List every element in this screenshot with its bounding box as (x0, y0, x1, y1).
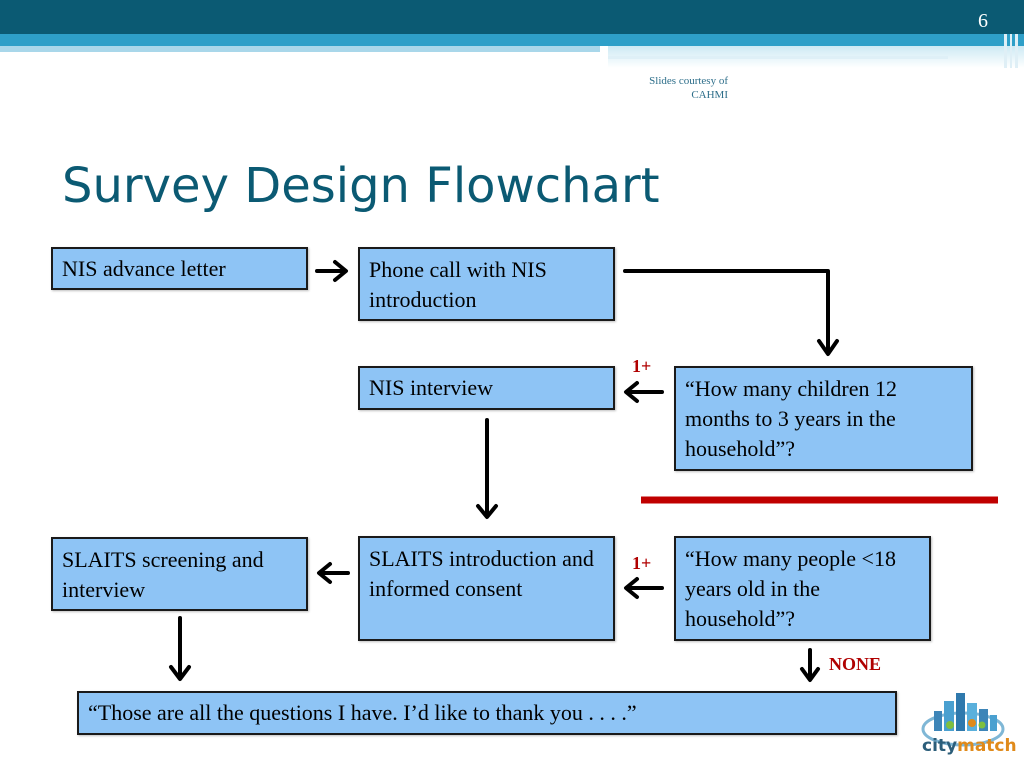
node-advance-letter: NIS advance letter (51, 247, 308, 290)
arrow-left (317, 562, 350, 584)
connector-elbow (623, 269, 839, 356)
arrow-down (476, 418, 498, 519)
label-none: NONE (829, 654, 882, 674)
header-stripe (1010, 34, 1012, 68)
arrow-left (624, 381, 664, 403)
citymatch-logo (921, 693, 1005, 747)
slide-title: Survey Design Flowchart (62, 158, 660, 214)
header-band (0, 0, 1024, 34)
header-band-accent (0, 46, 600, 52)
node-nis-interview: NIS interview (358, 366, 615, 410)
label-one-plus-lower: 1+ (632, 553, 652, 573)
node-phone-call: Phone call with NIS introduction (358, 247, 615, 321)
arrow-down (169, 616, 191, 681)
node-closing: “Those are all the questions I have. I’d… (77, 691, 897, 735)
slide-number: 6 (978, 10, 988, 32)
arrow-right (315, 260, 348, 282)
header-band-line (608, 56, 948, 59)
header-stripe (1015, 34, 1018, 68)
node-slaits-screening: SLAITS screening and interview (51, 537, 308, 611)
node-people-question: “How many people <18 years old in the ho… (674, 536, 931, 641)
header-band-light (0, 34, 1024, 46)
citymatch-logo-text: citymatch (922, 736, 1017, 756)
label-one-plus-upper: 1+ (632, 356, 652, 376)
arrow-left (624, 577, 664, 599)
header-stripe (1004, 34, 1007, 68)
node-children-question: “How many children 12 months to 3 years … (674, 366, 973, 471)
node-slaits-intro: SLAITS introduction and informed consent (358, 536, 615, 641)
arrow-down-none (800, 648, 820, 682)
slide-credit: Slides courtesy of CAHMI (649, 75, 728, 101)
